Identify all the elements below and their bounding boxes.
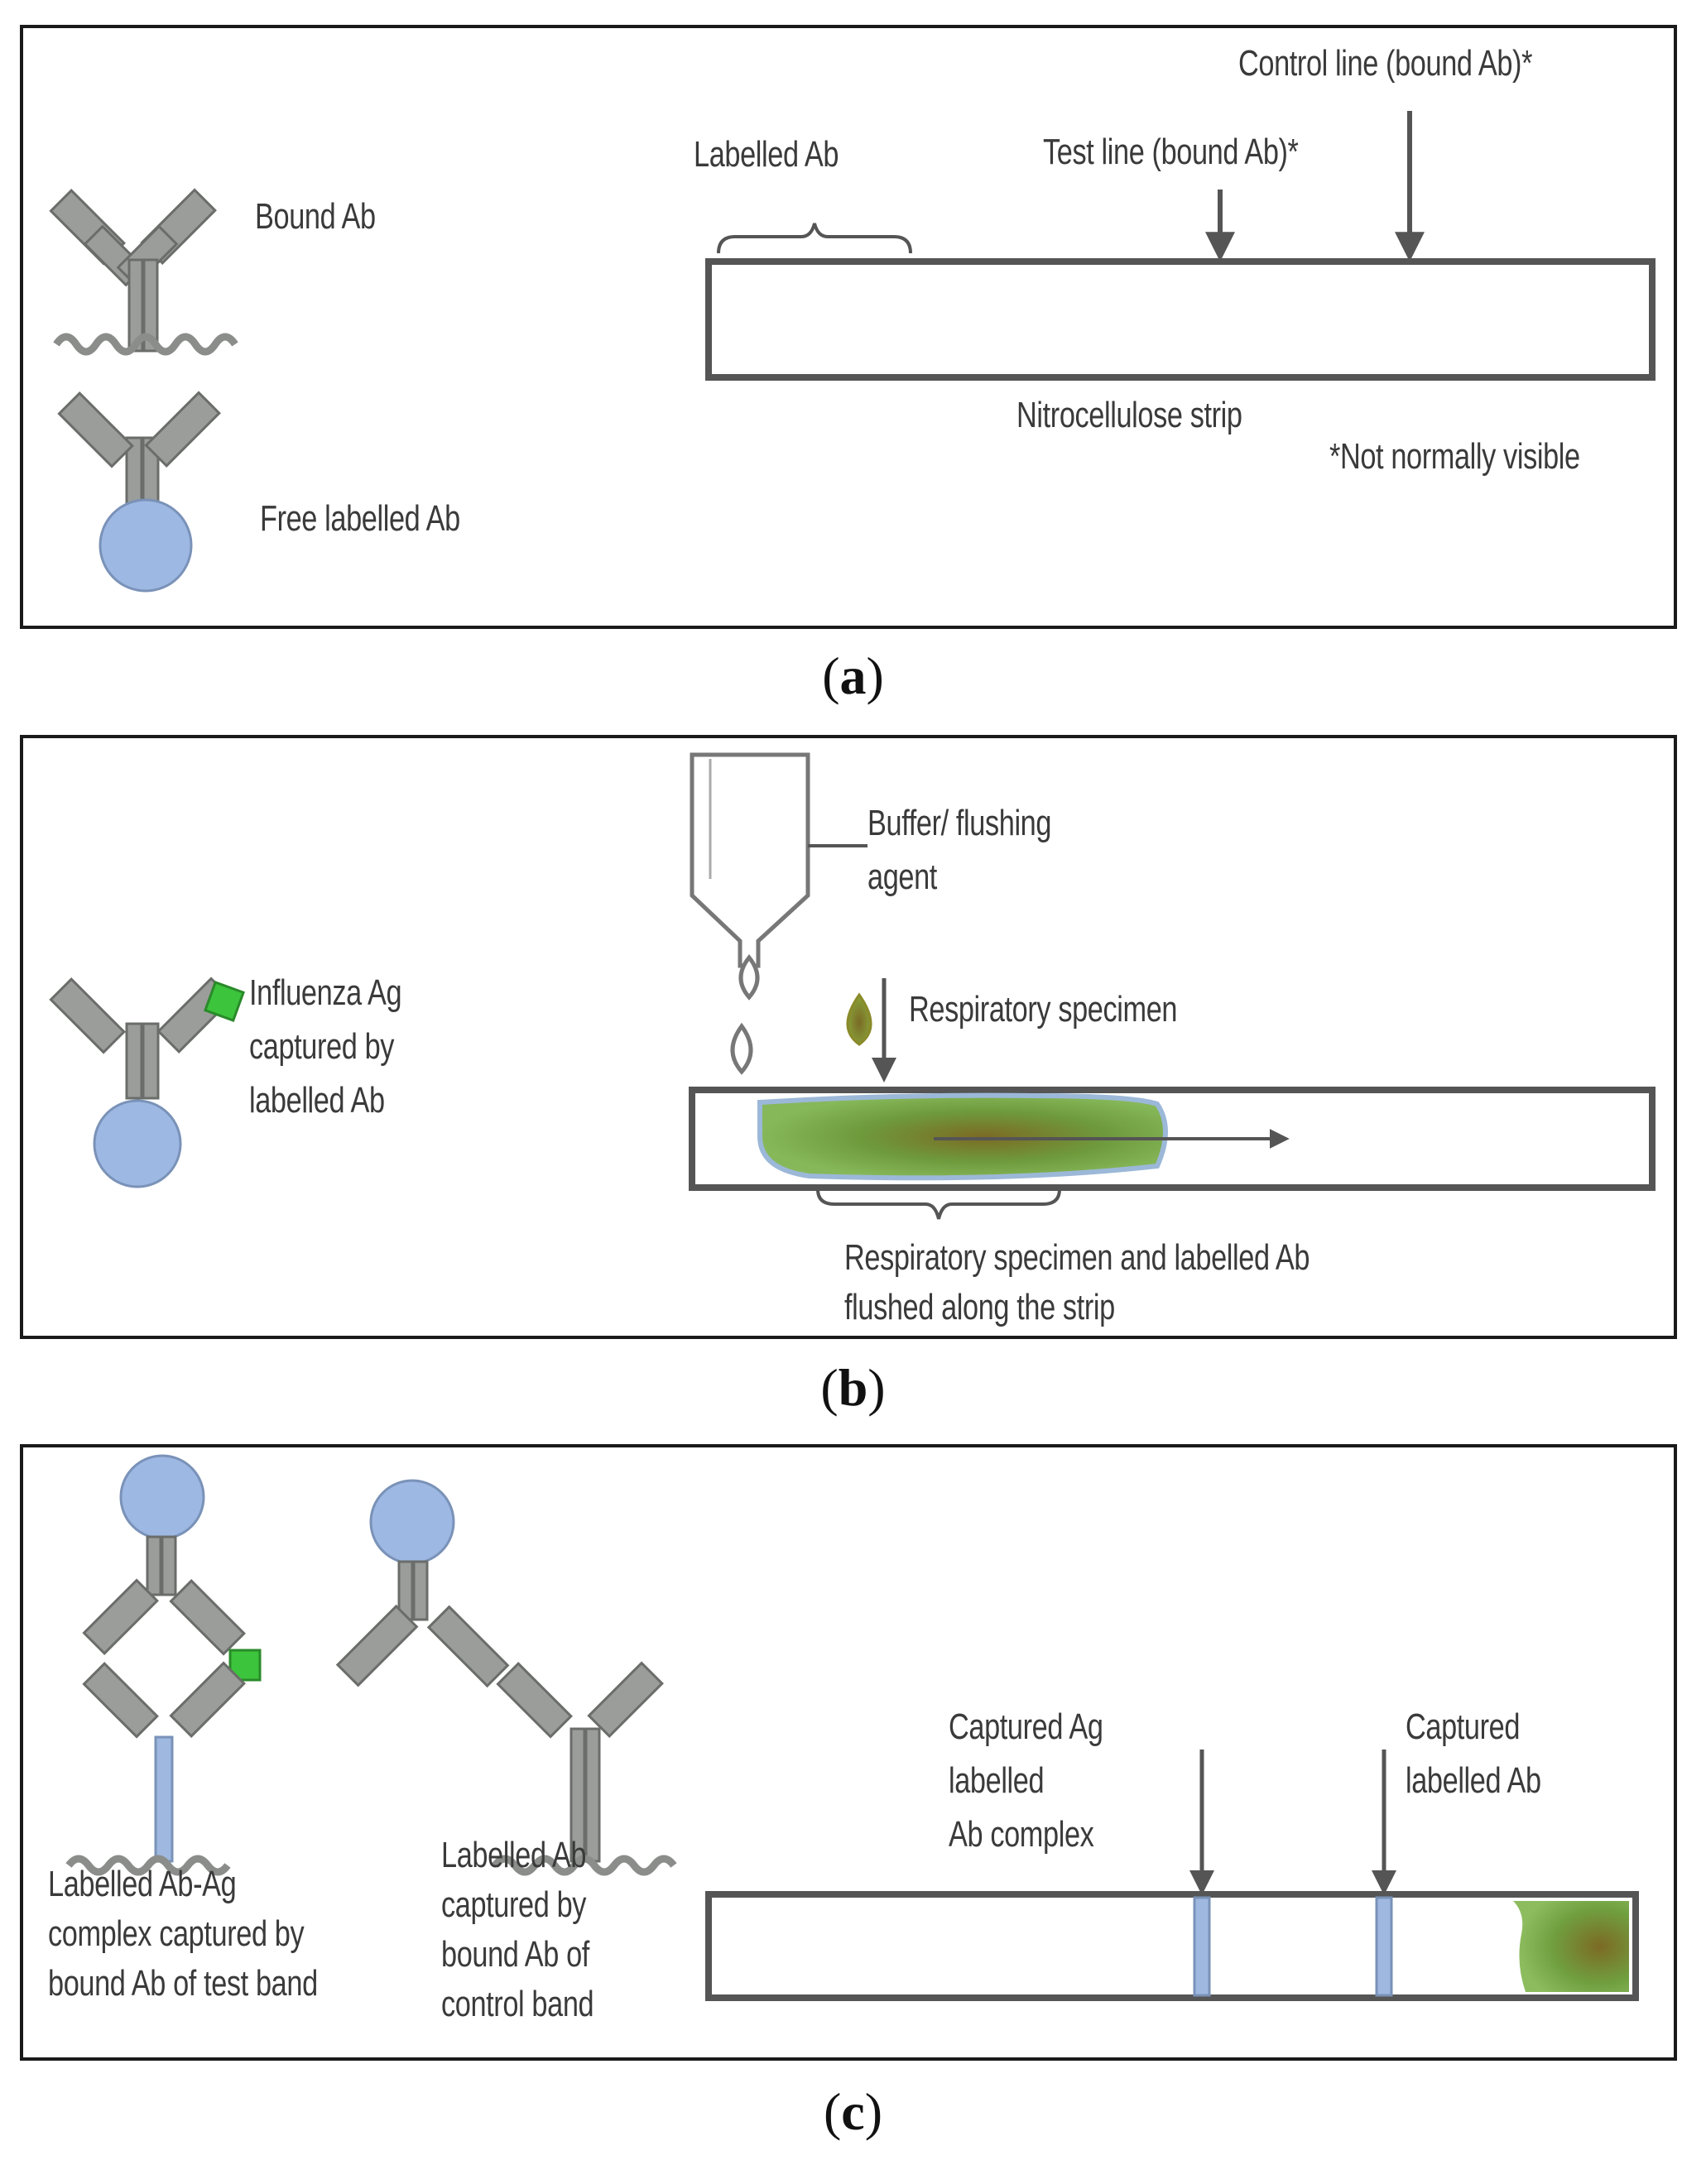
- membrane-wave: [53, 333, 238, 356]
- complex-label-line3: bound Ab of test band: [48, 1963, 318, 2004]
- labelled-antibody-icon: [82, 1535, 246, 1656]
- bound-ab-label: Bound Ab: [255, 196, 376, 237]
- flushed-brace: [816, 1188, 1061, 1220]
- flushed-label-line2: flushed along the strip: [844, 1287, 1115, 1327]
- test-line-label: Test line (bound Ab)*: [1043, 132, 1299, 172]
- buffer-drop: [738, 953, 760, 1001]
- panel-b: Influenza Ag captured by labelled Ab Buf…: [20, 735, 1677, 1339]
- complex-label-line1: Labelled Ab-Ag: [48, 1864, 237, 1904]
- label-bead-icon: [99, 498, 193, 593]
- control-label-line4: control band: [441, 1984, 594, 2024]
- panel-a: Bound Ab Free labelled Ab Labelled Ab Te…: [20, 25, 1677, 629]
- membrane-wave: [65, 1855, 231, 1876]
- dropper-bottle: [690, 752, 810, 968]
- free-labelled-ab-label: Free labelled Ab: [260, 498, 460, 539]
- nitrocellulose-strip-label: Nitrocellulose strip: [1016, 395, 1242, 435]
- caption-b: (b): [820, 1358, 886, 1417]
- nitrocellulose-strip: [705, 258, 1656, 381]
- label-bead-icon: [369, 1479, 455, 1565]
- membrane-wave: [492, 1855, 677, 1876]
- result-strip: [705, 1891, 1639, 2001]
- specimen-label: Respiratory specimen: [909, 989, 1178, 1030]
- control-label-line3: bound Ab of: [441, 1934, 589, 1975]
- captured-ag-label-line3: Ab complex: [949, 1814, 1094, 1855]
- labelled-ab-brace: [717, 223, 912, 254]
- captured-ag-label-line2: labelled: [949, 1760, 1045, 1801]
- panel-c-diagram: [65, 1454, 1639, 2001]
- specimen-smear: [757, 1092, 1168, 1181]
- control-label-line2: captured by: [441, 1884, 587, 1925]
- not-normally-visible-note: *Not normally visible: [1329, 436, 1580, 477]
- control-band: [1375, 1896, 1393, 1997]
- buffer-drop-falling: [730, 1022, 753, 1075]
- label-bead-icon: [93, 1099, 182, 1188]
- captured-ab-label-line2: labelled Ab: [1406, 1760, 1541, 1801]
- caption-a: (a): [822, 646, 884, 705]
- control-label-line1: Labelled Ab: [441, 1835, 587, 1875]
- flushed-label-line1: Respiratory specimen and labelled Ab: [844, 1237, 1310, 1278]
- panel-b-diagram: [49, 752, 1656, 1220]
- caption-c: (c): [823, 2082, 883, 2141]
- captured-ag-line3: labelled Ab: [249, 1080, 385, 1121]
- panel-c: Labelled Ab-Ag complex captured by bound…: [20, 1444, 1677, 2061]
- panel-a-diagram: [49, 111, 1656, 593]
- labelled-ab-label: Labelled Ab: [694, 134, 839, 175]
- residual-smear: [1513, 1901, 1629, 1992]
- specimen-drop: [846, 992, 872, 1046]
- captured-ag-line2: captured by: [249, 1026, 395, 1067]
- buffer-label-line2: agent: [867, 857, 937, 897]
- control-line-label: Control line (bound Ab)*: [1238, 43, 1533, 84]
- captured-ag-label-line1: Captured Ag: [949, 1706, 1103, 1747]
- bound-antibody-icon: [82, 1661, 246, 1739]
- control-antibody-pair-icon: [335, 1560, 664, 1863]
- complex-label-line2: complex captured by: [48, 1913, 305, 1954]
- buffer-label-line1: Buffer/ flushing: [867, 803, 1052, 843]
- bound-antibody-icon: [49, 188, 217, 353]
- free-labelled-antibody-icon: [57, 391, 221, 506]
- label-bead-icon: [119, 1454, 205, 1540]
- test-band-stem: [154, 1735, 174, 1863]
- captured-ag-line1: Influenza Ag: [249, 972, 402, 1013]
- captured-ab-label-line1: Captured: [1406, 1706, 1521, 1747]
- antibody-antigen-icon: [49, 977, 233, 1100]
- test-band: [1193, 1896, 1211, 1997]
- influenza-antigen-icon: [204, 981, 245, 1022]
